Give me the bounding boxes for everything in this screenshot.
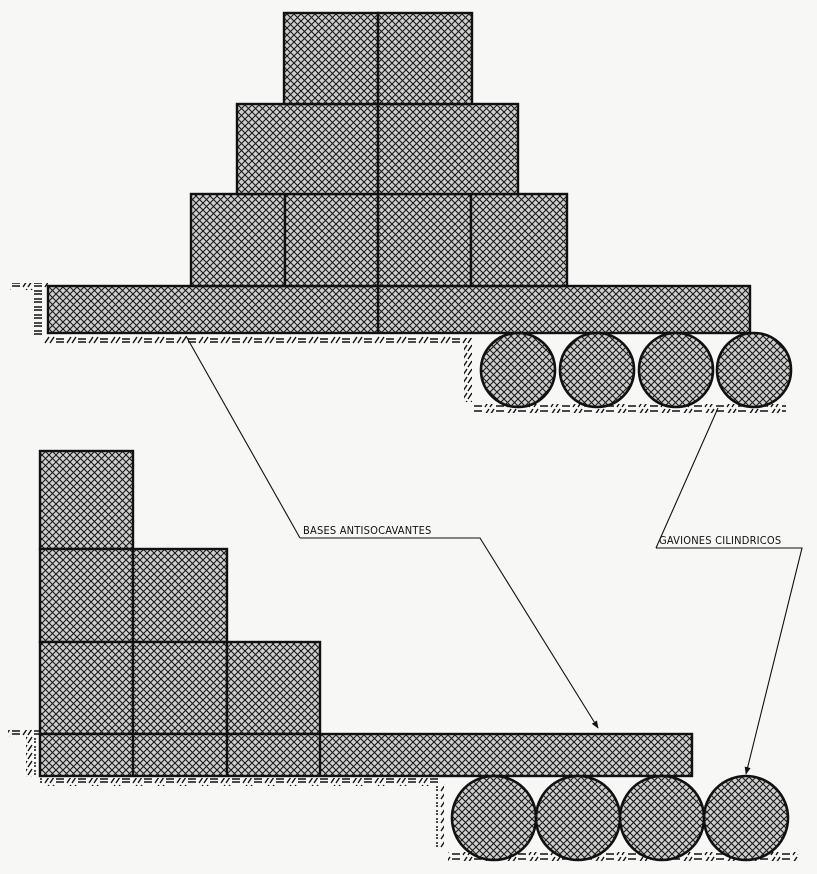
gaviones-label: GAVIONES CILINDRICOS: [659, 534, 781, 547]
gabion-box: [189, 192, 287, 288]
top-ground-under-base: [44, 336, 464, 344]
top-tier-1: [189, 192, 569, 288]
top-ground-under-gabions: [474, 404, 786, 413]
gabion-box: [131, 547, 229, 644]
cylinder-gabion: [534, 774, 622, 862]
bottom-stacked-boxes: [38, 449, 322, 736]
gabion-box: [235, 102, 380, 196]
gabion-box: [376, 192, 473, 288]
cylinder-gabion: [479, 331, 557, 409]
bottom-base-slab: [38, 732, 694, 778]
bottom-ground-left-wall: [26, 737, 36, 777]
leader-gaviones-bottom: [656, 547, 803, 775]
bottom-ground-under-gabions: [448, 852, 798, 861]
gabion-box: [283, 192, 380, 288]
bottom-figure: [8, 449, 798, 862]
top-base-slab: [46, 284, 752, 335]
gabion-box: [131, 640, 229, 736]
bottom-ground-under-base: [40, 778, 440, 786]
gabion-box: [38, 640, 135, 736]
cylinder-gabion: [715, 331, 793, 409]
cylinder-gabion: [558, 331, 636, 409]
top-ground-left-wall: [34, 290, 42, 336]
gabion-box: [469, 192, 569, 288]
bottom-ground-step: [436, 786, 444, 848]
label-gaviones-cilindricos: GAVIONES CILINDRICOS: [655, 407, 803, 775]
cylinder-gabion: [450, 774, 538, 862]
gabion-box: [38, 547, 135, 644]
top-cylindrical-gabions: [479, 331, 793, 409]
top-ground-left-edge: [10, 283, 48, 290]
cylinder-gabion: [702, 774, 790, 862]
gabion-box: [282, 11, 380, 106]
top-tier-3: [282, 11, 474, 106]
cylinder-gabion: [618, 774, 706, 862]
gabion-box: [38, 449, 135, 551]
label-bases-antisocavantes: BASES ANTISOCAVANTES: [185, 335, 599, 729]
gabion-box: [225, 640, 322, 736]
leader-bases-bottom: [300, 537, 599, 729]
bottom-cylindrical-gabions: [450, 774, 790, 862]
bottom-ground-left-edge: [8, 730, 40, 737]
cylinder-gabion: [637, 331, 715, 409]
bases-label: BASES ANTISOCAVANTES: [303, 524, 432, 537]
gabion-box: [376, 102, 520, 196]
top-ground-step: [464, 338, 472, 402]
top-tier-2: [235, 102, 520, 196]
top-figure: [10, 11, 793, 413]
leader-gaviones-top: [655, 407, 719, 549]
leader-bases-top: [185, 335, 301, 539]
gabion-box: [376, 11, 474, 106]
